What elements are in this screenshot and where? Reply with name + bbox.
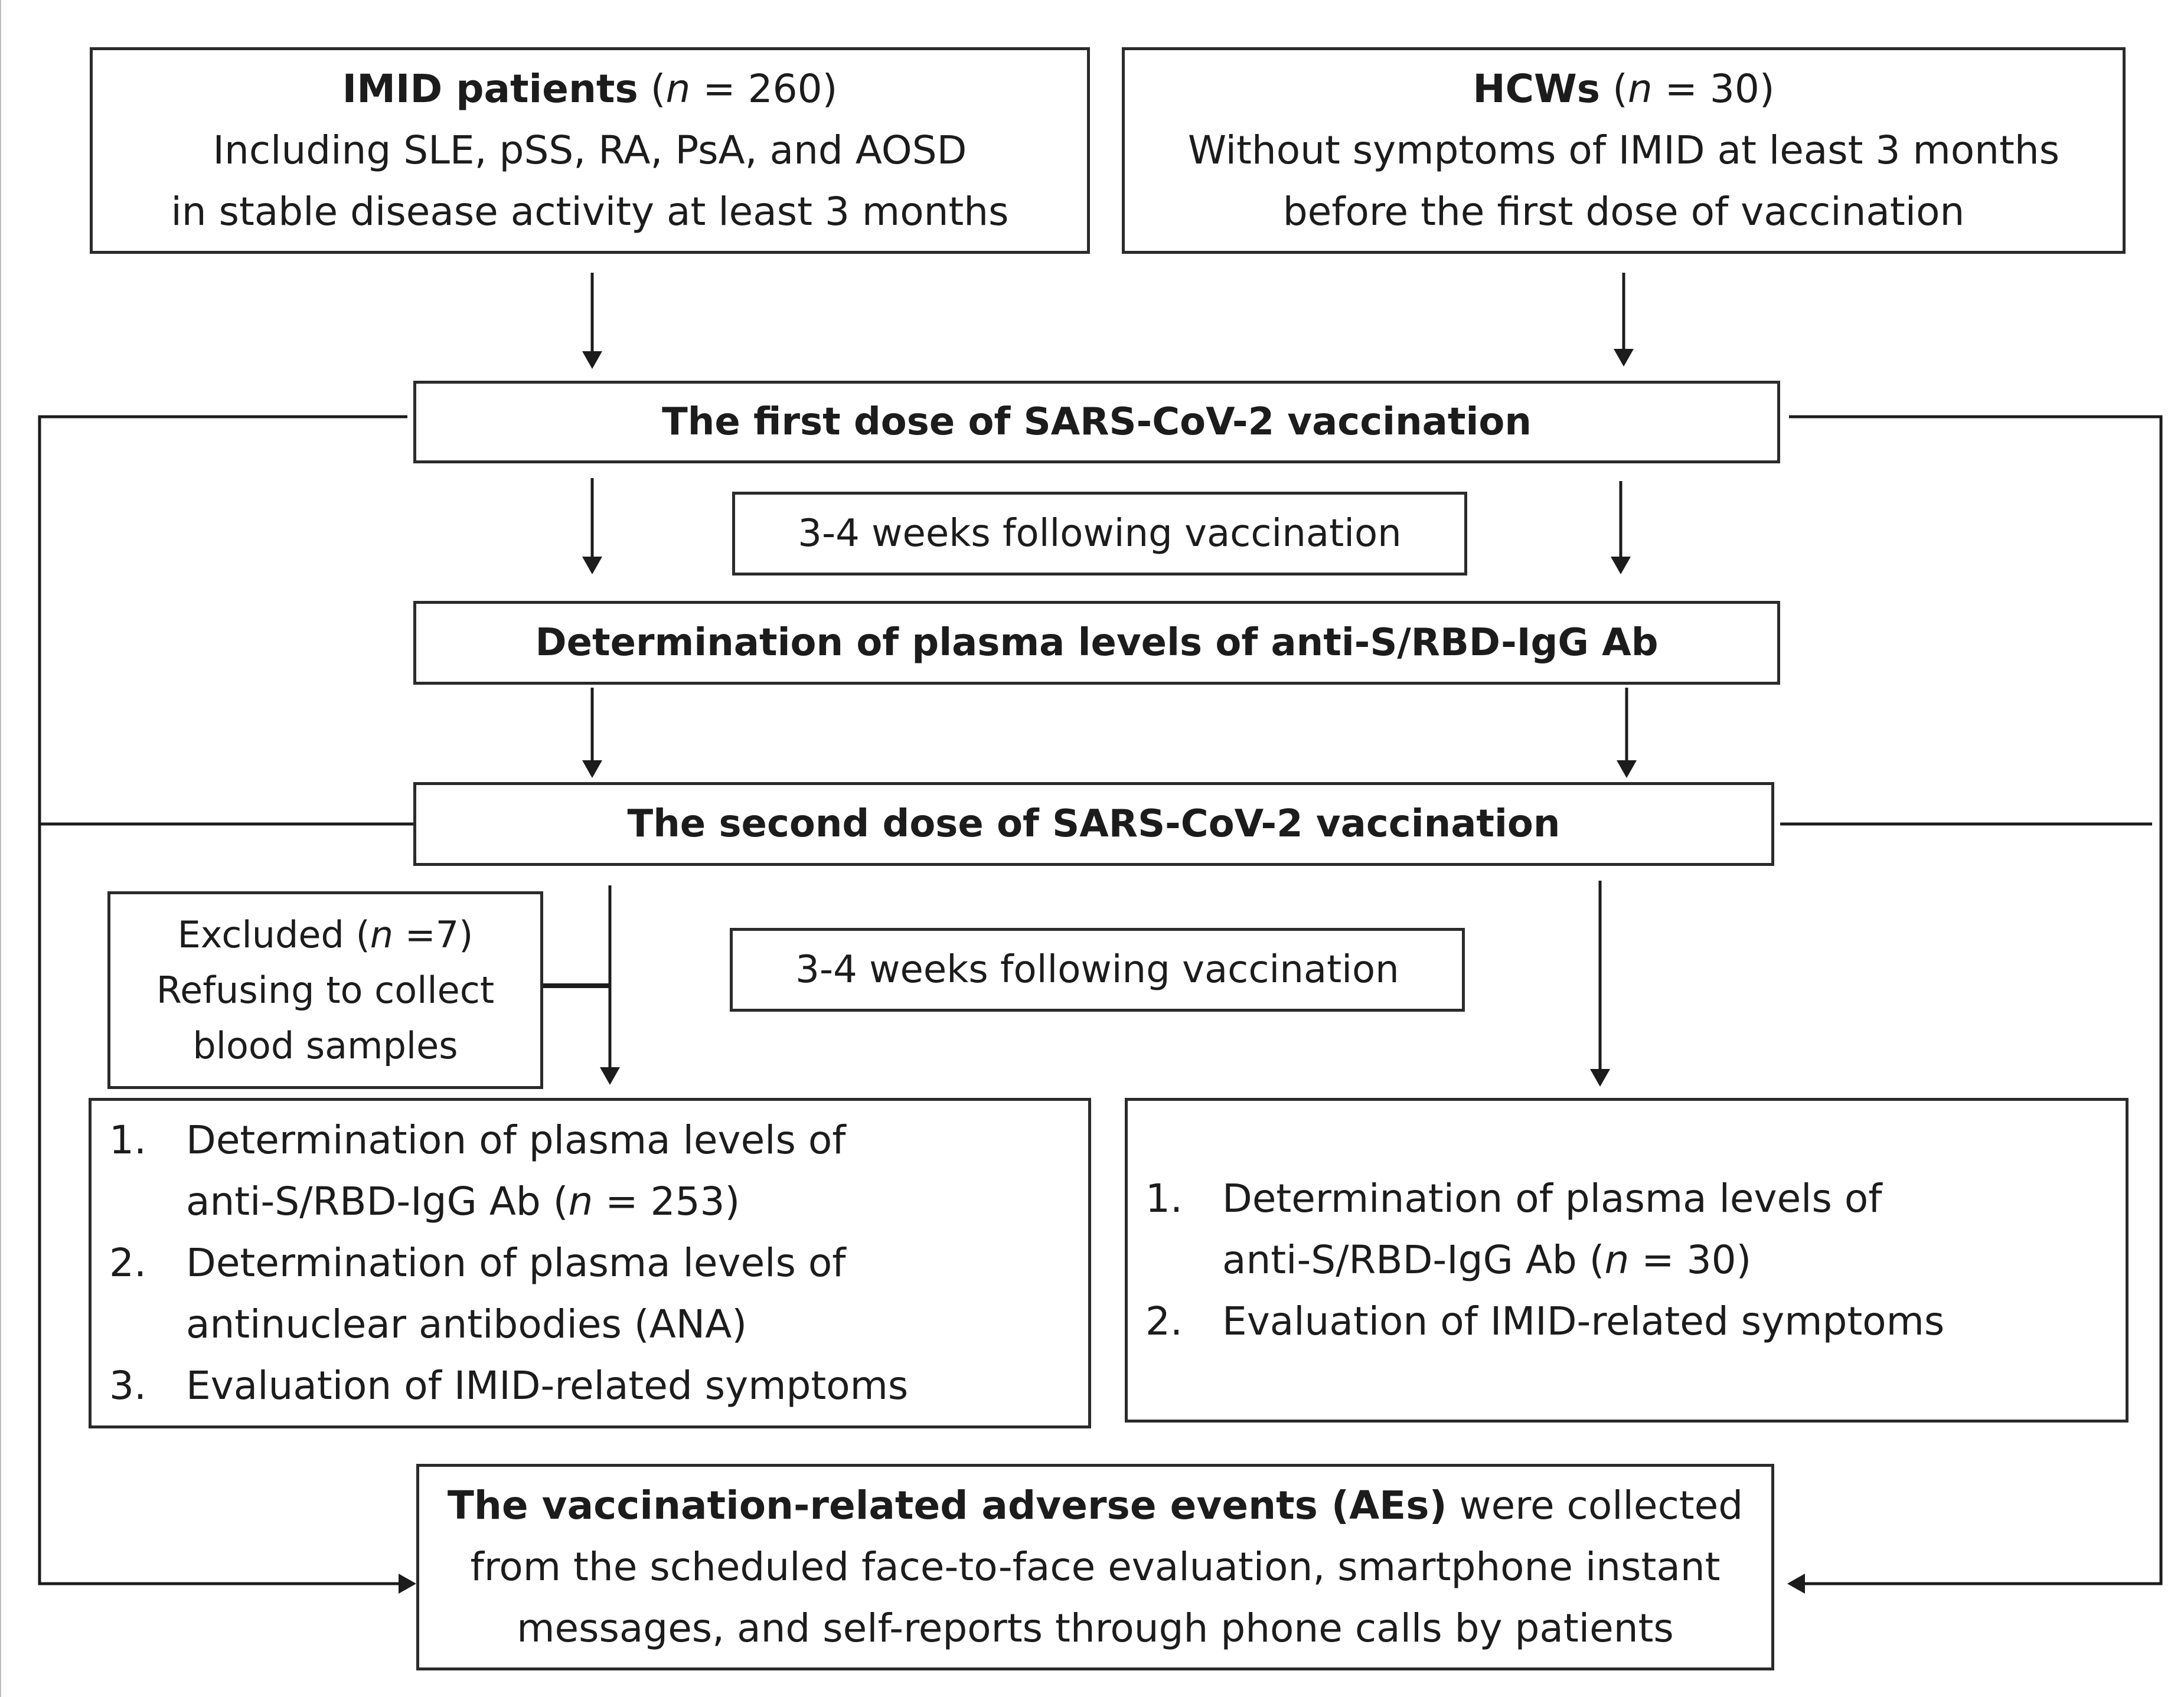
right-result-item-2: 2. Evaluation of IMID-related symptoms <box>1145 1291 2126 1352</box>
imid-patients-box: IMID patients (n = 260) Including SLE, p… <box>90 47 1090 254</box>
left-result-item-3: 3. Evaluation of IMID-related symptoms <box>109 1355 1088 1417</box>
imid-patients-line3: in stable disease activity at least 3 mo… <box>171 189 1009 234</box>
left-result-item-1: 1. Determination of plasma levels of ant… <box>109 1117 846 1224</box>
left-result-2-line1: Determination of plasma levels of <box>186 1240 846 1286</box>
arrowhead-left-2 <box>582 557 602 574</box>
right-result-item-1: 1. Determination of plasma levels of ant… <box>1145 1176 1882 1283</box>
hcws-box: HCWs (n = 30) Without symptoms of IMID a… <box>1122 47 2126 254</box>
hcws-title: HCWs (n = 30) <box>1473 66 1775 112</box>
adverse-events-line1: The vaccination-related adverse events (… <box>447 1483 1744 1528</box>
interval-1-box: 3-4 weeks following vaccination <box>732 492 1467 576</box>
hcws-line3: before the first dose of vaccination <box>1282 189 1965 234</box>
arrowhead-right-3 <box>1617 760 1637 778</box>
right-result-2-line1: Evaluation of IMID-related symptoms <box>1222 1299 1945 1344</box>
left-result-item-2: 2. Determination of plasma levels of ant… <box>109 1240 846 1347</box>
hcws-line2: Without symptoms of IMID at least 3 mont… <box>1187 127 2060 173</box>
adverse-events-line3: messages, and self-reports through phone… <box>517 1606 1674 1651</box>
excluded-line2: Refusing to collect <box>156 968 495 1012</box>
first-dose-box: The first dose of SARS-CoV-2 vaccination <box>413 381 1780 463</box>
adverse-events-box: The vaccination-related adverse events (… <box>416 1464 1774 1670</box>
imid-patients-line2: Including SLE, pSS, RA, PsA, and AOSD <box>213 127 967 173</box>
imid-patients-title: IMID patients (n = 260) <box>342 66 838 112</box>
arrowhead-left-1 <box>582 351 602 369</box>
arrowhead-right-2 <box>1611 557 1631 574</box>
arrowhead-right-4 <box>1590 1069 1610 1087</box>
arrowhead-left-4 <box>600 1067 620 1085</box>
left-result-3-line1: Evaluation of IMID-related symptoms <box>186 1363 909 1408</box>
left-result-1-line1: Determination of plasma levels of <box>186 1117 846 1163</box>
arrowhead-left-3 <box>582 760 602 778</box>
right-result-1-line1: Determination of plasma levels of <box>1222 1176 1882 1221</box>
excluded-line1: Excluded (n =7) <box>177 913 474 956</box>
excluded-box: Excluded (n =7) Refusing to collect bloo… <box>107 891 543 1089</box>
first-dose-label: The first dose of SARS-CoV-2 vaccination <box>662 400 1532 444</box>
second-dose-label: The second dose of SARS-CoV-2 vaccinatio… <box>627 802 1561 846</box>
arrowhead-loop-left <box>399 1574 416 1594</box>
interval-2-label: 3-4 weeks following vaccination <box>795 948 1399 992</box>
arrowhead-right-1 <box>1614 349 1634 367</box>
left-result-2-line2: antinuclear antibodies (ANA) <box>186 1302 747 1347</box>
interval-1-label: 3-4 weeks following vaccination <box>798 512 1402 555</box>
left-results-box: 1. Determination of plasma levels of ant… <box>89 1098 1091 1428</box>
interval-2-box: 3-4 weeks following vaccination <box>730 928 1465 1012</box>
second-dose-box: The second dose of SARS-CoV-2 vaccinatio… <box>413 782 1774 866</box>
right-loop-line <box>1789 415 2163 1585</box>
arrowhead-loop-right <box>1787 1574 1805 1594</box>
determination-box: Determination of plasma levels of anti-S… <box>413 601 1780 685</box>
excluded-line3: blood samples <box>192 1024 458 1067</box>
determination-label: Determination of plasma levels of anti-S… <box>535 621 1659 665</box>
right-results-box: 1. Determination of plasma levels of ant… <box>1125 1098 2128 1423</box>
adverse-events-line2: from the scheduled face-to-face evaluati… <box>470 1544 1721 1590</box>
left-loop-line <box>38 415 407 1585</box>
